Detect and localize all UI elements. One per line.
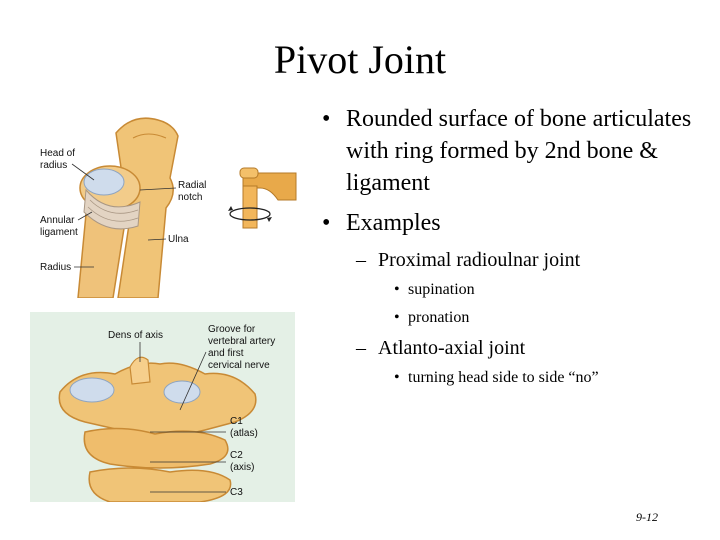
- svg-text:Radius: Radius: [40, 262, 71, 273]
- label-head-of-radius: Head of radius: [40, 148, 95, 181]
- c2-axis: [83, 427, 229, 469]
- svg-text:Dens of axis: Dens of axis: [108, 330, 163, 341]
- svg-text:Groove for: Groove for: [208, 324, 256, 335]
- label-ulna: Ulna: [147, 234, 189, 245]
- pivot-mechanism-icon: [228, 167, 297, 229]
- label-annular-ligament: Annular ligament: [40, 211, 93, 238]
- svg-text:radius: radius: [40, 160, 67, 171]
- bullet-list: • Rounded surface of bone articulates wi…: [318, 103, 708, 389]
- label-c2: C2 (axis): [150, 450, 254, 473]
- svg-text:vertebral artery: vertebral artery: [208, 336, 275, 347]
- svg-text:ligament: ligament: [40, 227, 78, 238]
- svg-text:and first: and first: [208, 348, 244, 359]
- svg-text:C2: C2: [230, 450, 243, 461]
- label-c3: C3: [150, 487, 243, 498]
- sub-sub-bullet-item: • pronation: [318, 307, 708, 329]
- atlantoaxial-joint-figure: Dens of axis Groove for vertebral artery…: [30, 312, 295, 503]
- bullet-marker: •: [322, 210, 331, 236]
- label-radius: Radius: [40, 262, 94, 273]
- bullet-marker: •: [394, 281, 400, 298]
- sub-sub-bullet-item: • supination: [318, 279, 708, 301]
- vertebrae-illustration: Dens of axis Groove for vertebral artery…: [58, 324, 275, 503]
- c3: [88, 467, 232, 503]
- svg-text:(axis): (axis): [230, 462, 254, 473]
- svg-text:Radial: Radial: [178, 180, 206, 191]
- label-c1: C1 (atlas): [150, 416, 258, 439]
- sub-sub-bullet-text: turning head side to side “no”: [408, 369, 599, 386]
- svg-text:notch: notch: [178, 192, 202, 203]
- annular-ligament: [83, 188, 141, 230]
- bullet-item: • Rounded surface of bone articulates wi…: [318, 103, 708, 199]
- svg-text:C3: C3: [230, 487, 243, 498]
- svg-text:Annular: Annular: [40, 215, 75, 226]
- bullet-text: Rounded surface of bone articulates with…: [346, 106, 692, 196]
- sub-bullet-item: – Proximal radioulnar joint: [318, 247, 708, 273]
- label-dens: Dens of axis: [108, 330, 163, 362]
- sub-sub-bullet-item: • turning head side to side “no”: [318, 367, 708, 389]
- bullet-marker: •: [394, 309, 400, 326]
- sub-sub-bullet-text: pronation: [408, 309, 470, 326]
- svg-text:C1: C1: [230, 416, 243, 427]
- sub-bullet-text: Atlanto-axial joint: [378, 337, 526, 359]
- sub-sub-bullet-text: supination: [408, 281, 475, 298]
- dash-marker: –: [356, 249, 366, 271]
- page-number: 9-12: [636, 510, 658, 524]
- slide-title: Pivot Joint: [273, 37, 447, 82]
- bullet-item: • Examples: [318, 207, 708, 239]
- sub-bullet-text: Proximal radioulnar joint: [378, 249, 581, 271]
- svg-text:cervical nerve: cervical nerve: [208, 360, 270, 371]
- sub-bullet-item: – Atlanto-axial joint: [318, 335, 708, 361]
- bullet-text: Examples: [346, 210, 441, 236]
- svg-text:Head of: Head of: [40, 148, 75, 159]
- bullet-marker: •: [322, 106, 331, 132]
- svg-text:Ulna: Ulna: [168, 234, 189, 245]
- dens: [129, 356, 151, 385]
- label-radial-notch: Radial notch: [139, 180, 206, 203]
- label-groove: Groove for vertebral artery and first ce…: [179, 324, 275, 411]
- svg-text:(atlas): (atlas): [230, 428, 258, 439]
- dash-marker: –: [356, 337, 366, 359]
- radioulnar-joint-figure: Head of radius Radial notch Annular liga…: [40, 117, 297, 298]
- bullet-marker: •: [394, 369, 400, 386]
- c1-atlas: [58, 362, 257, 437]
